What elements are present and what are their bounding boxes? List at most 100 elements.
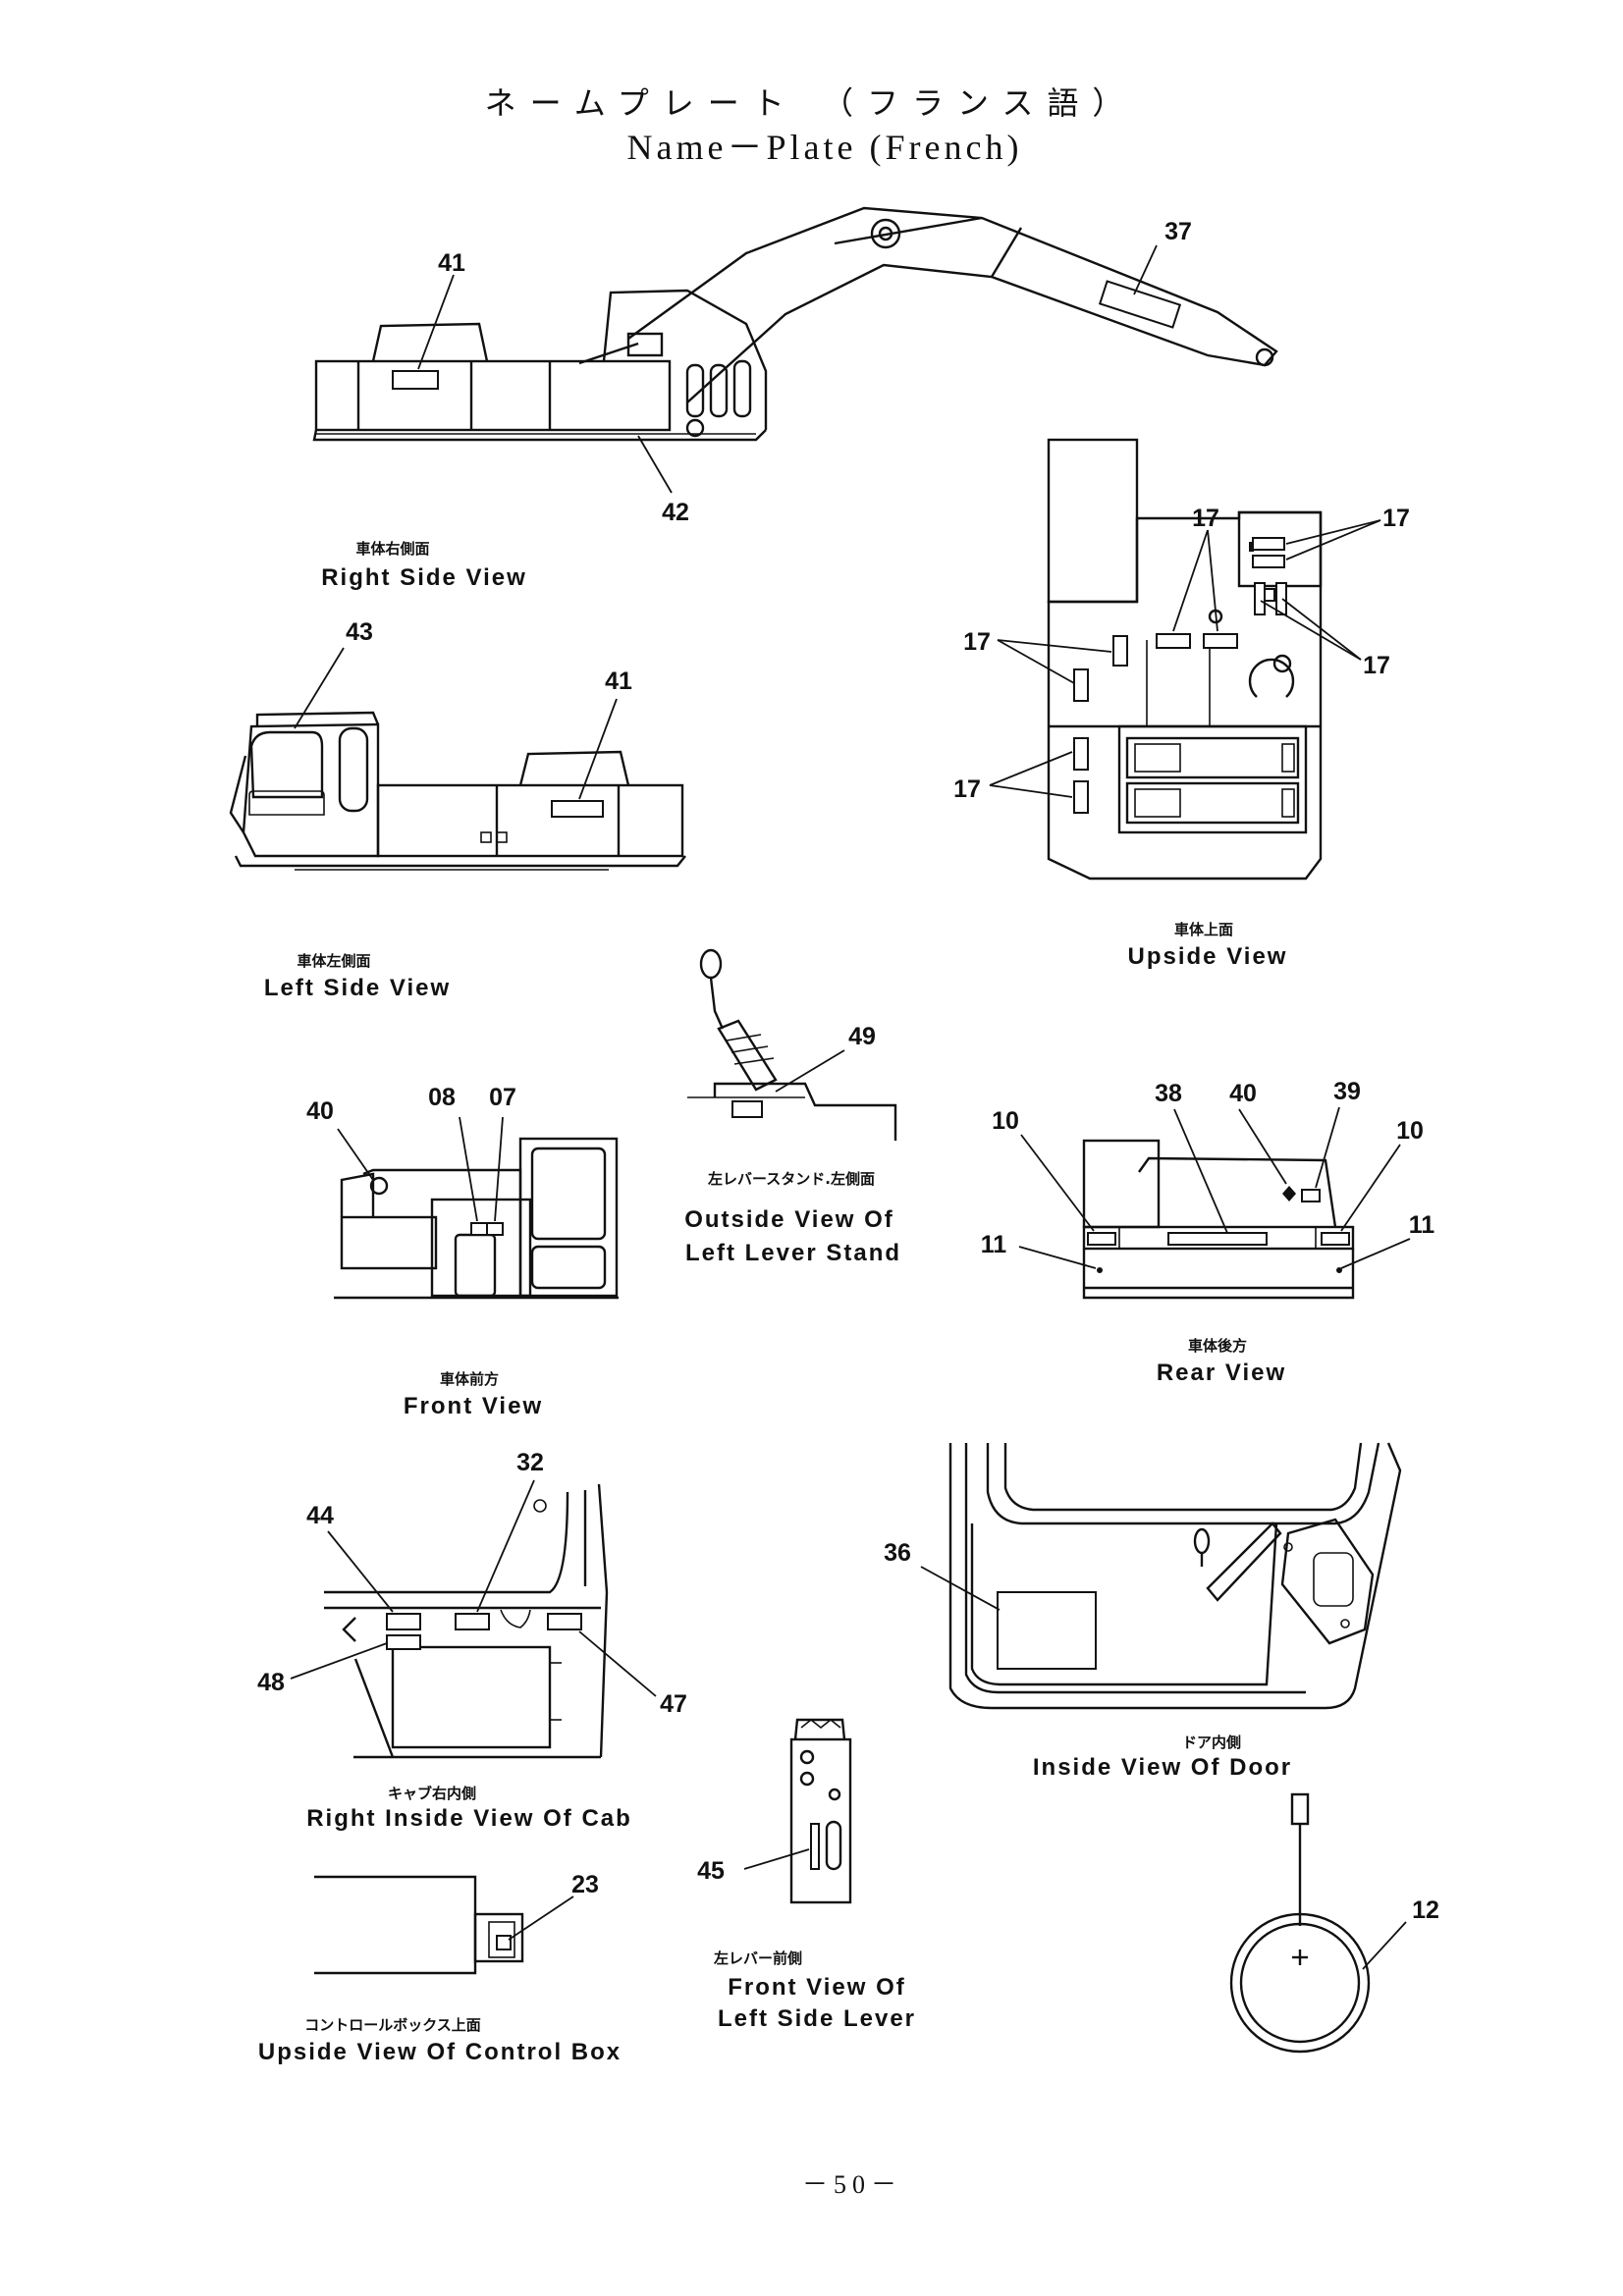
leader-38 (1173, 1108, 1228, 1234)
plate-39 (1301, 1189, 1321, 1202)
left-side-lever-drawing (789, 1718, 852, 1904)
plate-17-e (1275, 582, 1287, 615)
plate-17-a (1252, 537, 1285, 551)
plate-41-right-side (392, 370, 439, 390)
leader-45 (743, 1848, 810, 1870)
plate-17-b (1252, 555, 1285, 568)
callout-11-right: 11 (1409, 1211, 1435, 1239)
page-number: －50－ (802, 2170, 902, 2199)
leader-49 (775, 1049, 845, 1093)
control-box-drawing (314, 1875, 524, 1975)
callout-12: 12 (1412, 1896, 1439, 1924)
leader-42 (637, 435, 673, 494)
callout-17-lower-left: 17 (953, 775, 981, 803)
plate-17-h (1112, 635, 1128, 667)
left-side-view-drawing (229, 711, 686, 871)
leader-43 (294, 647, 345, 729)
plate-41-left-side (551, 800, 604, 818)
inside-door-drawing (948, 1442, 1402, 1710)
callout-17-top-right: 17 (1382, 505, 1410, 532)
leader-10-left (1020, 1134, 1095, 1232)
caption-jp-left-lever-stand: 左レバースタンド.左側面 (707, 1170, 875, 1188)
upside-small-marker (1249, 542, 1254, 552)
upside-view-drawing (1047, 438, 1323, 881)
caption-jp-inside-door: ドア内側 (1182, 1734, 1241, 1751)
leader-23 (508, 1896, 574, 1941)
rear-view-drawing (1082, 1139, 1355, 1300)
caption-jp-control-box: コントロールボックス上面 (304, 2016, 481, 2034)
leader-36 (920, 1566, 1001, 1611)
round-plate-drawing (1229, 1792, 1371, 2054)
leaders-17 (989, 519, 1381, 798)
leader-12 (1362, 1921, 1407, 1970)
caption-jp-upside: 車体上面 (1174, 921, 1233, 938)
left-lever-stand-drawing (687, 948, 897, 1141)
callout-41-left-side: 41 (605, 667, 632, 695)
plate-49 (731, 1100, 763, 1118)
caption-en-upside: Upside View (1128, 943, 1288, 970)
title-english: Name－Plate (French) (627, 128, 1023, 167)
plate-47 (547, 1613, 582, 1630)
caption-en-left-lever-stand-1: Outside View Of (684, 1206, 894, 1233)
callout-17-left: 17 (963, 628, 991, 656)
leader-41-right (417, 274, 455, 370)
callout-47: 47 (660, 1690, 687, 1718)
caption-en-right-inside-cab: Right Inside View Of Cab (306, 1805, 632, 1832)
leader-39 (1315, 1106, 1340, 1189)
plate-17-d (1254, 582, 1266, 615)
callout-41-right-side: 41 (438, 249, 465, 277)
plate-10-right (1321, 1232, 1350, 1246)
leader-11-left (1018, 1246, 1097, 1269)
caption-en-front: Front View (404, 1393, 543, 1419)
caption-en-right-side: Right Side View (321, 564, 527, 591)
callout-37: 37 (1164, 218, 1192, 245)
plate-38 (1167, 1232, 1268, 1246)
plate-45 (810, 1823, 820, 1870)
callout-40-rear: 40 (1229, 1080, 1257, 1107)
caption-en-inside-door: Inside View Of Door (1033, 1754, 1292, 1781)
leader-08 (459, 1116, 478, 1222)
caption-jp-rear: 車体後方 (1188, 1337, 1247, 1355)
leader-40-rear (1238, 1108, 1287, 1185)
callout-08: 08 (428, 1084, 456, 1111)
callout-38: 38 (1155, 1080, 1182, 1107)
leader-40-front (337, 1128, 374, 1181)
callout-49: 49 (848, 1023, 876, 1050)
title-japanese: ネームプレート （フランス語） (485, 84, 1138, 122)
callout-10-right: 10 (1396, 1117, 1424, 1145)
plate-17-k (1073, 780, 1089, 814)
callout-39: 39 (1333, 1078, 1361, 1105)
callout-07: 07 (489, 1084, 516, 1111)
caption-jp-front: 車体前方 (440, 1370, 499, 1388)
callout-42: 42 (662, 499, 689, 526)
plate-44 (386, 1613, 421, 1630)
leader-41-left (578, 698, 618, 800)
callout-17-top: 17 (1192, 505, 1219, 532)
plate-17-f (1156, 633, 1191, 649)
callout-36: 36 (884, 1539, 911, 1567)
caption-en-left-side-lever-2: Left Side Lever (718, 2005, 916, 2032)
callout-45: 45 (697, 1857, 725, 1885)
plate-17-j (1073, 737, 1089, 771)
plate-36 (997, 1591, 1097, 1670)
callout-11-left: 11 (981, 1231, 1007, 1258)
caption-jp-right-side: 車体右側面 (355, 540, 429, 558)
callout-32: 32 (516, 1449, 544, 1476)
plate-10-left (1087, 1232, 1116, 1246)
leader-48 (290, 1642, 388, 1680)
caption-jp-left-side: 車体左側面 (297, 952, 370, 970)
caption-jp-right-inside-cab: キャブ右内側 (388, 1785, 476, 1802)
plate-48 (386, 1634, 421, 1650)
plate-17-g (1203, 633, 1238, 649)
right-inside-cab-drawing (324, 1483, 609, 1759)
callout-40-front: 40 (306, 1097, 334, 1125)
plate-07 (486, 1222, 504, 1236)
leader-07 (494, 1116, 504, 1222)
leader-11-right (1340, 1238, 1411, 1269)
plate-40-rear (1282, 1186, 1296, 1201)
plate-37 (1098, 280, 1182, 329)
callout-48: 48 (257, 1669, 285, 1696)
callout-10-left: 10 (992, 1107, 1019, 1135)
callout-43: 43 (346, 618, 373, 646)
